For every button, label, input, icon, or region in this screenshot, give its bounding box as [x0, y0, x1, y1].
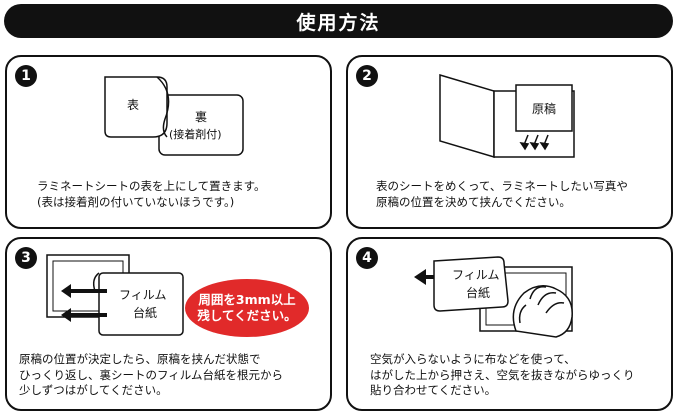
back-label-1: 裏	[195, 109, 207, 124]
down-arrows-icon	[519, 134, 550, 151]
caption-line: 空気が入らないように布などを使って、	[370, 352, 576, 366]
film-label-1: フィルム	[119, 288, 167, 302]
page-title: 使用方法	[296, 11, 381, 34]
original-label: 原稿	[532, 101, 556, 116]
caption-line: はがした上から押さえ、空気を抜きながらゆっくり	[370, 367, 635, 382]
back-sheet	[158, 94, 244, 156]
title-bar: 使用方法	[4, 4, 673, 38]
film-backing-paper	[433, 256, 509, 312]
caption-line: 原稿の位置を決めて挟んでください。	[376, 194, 571, 209]
caption-line: 原稿の位置が決定したら、原稿を挟んだ状態で	[19, 352, 261, 366]
step-2-panel: 2 原稿 表のシートをめくって、ラミネートしたい写真や 原稿の位置を決めて挟んで…	[346, 55, 673, 229]
caption-line: 貼り合わせてください。	[370, 383, 497, 397]
caption-line: (表は接着剤の付いていないほうです。)	[37, 194, 235, 209]
sheet-curl	[156, 76, 170, 138]
left-arrow-icon	[61, 308, 107, 322]
step-1-panel: 1 表 裏 (接着剤付) ラミネートシートの表を上にして置きます。 (表は接着剤…	[5, 55, 332, 229]
front-sheet	[104, 76, 168, 138]
film-label-2: 台紙	[466, 285, 490, 300]
step-2-caption: 表のシートをめくって、ラミネートしたい写真や 原稿の位置を決めて挟んでください。	[376, 179, 628, 210]
caption-line: ラミネートシートの表を上にして置きます。	[37, 179, 266, 193]
step-1-number: 1	[15, 65, 37, 87]
step-4-panel: 4 フィルム 台紙 空気が入らないように布などを使って、 はがした上から押さえ、…	[346, 237, 673, 411]
hand-with-cloth-icon	[512, 285, 573, 338]
film-label-2: 台紙	[133, 305, 157, 320]
step-1-caption: ラミネートシートの表を上にして置きます。 (表は接着剤の付いていないほうです。)	[37, 179, 266, 210]
film-label-1: フィルム	[452, 268, 500, 282]
margin-warning-badge: 周囲を3mm以上 残してください。	[185, 279, 309, 337]
warning-line: 周囲を3mm以上	[198, 292, 296, 307]
warning-line: 残してください。	[197, 308, 297, 323]
caption-line: ひっくり返し、裏シートのフィルム台紙を根元から	[19, 367, 284, 382]
back-label-2: (接着剤付)	[169, 127, 222, 141]
step-4-caption: 空気が入らないように布などを使って、 はがした上から押さえ、空気を抜きながらゆっ…	[370, 352, 635, 399]
film-backing-paper	[98, 272, 184, 336]
open-front-sheet	[439, 73, 495, 159]
insert-original-illustration: 原稿	[439, 73, 575, 159]
peel-film-illustration: フィルム 台紙	[46, 254, 184, 336]
step-4-number: 4	[356, 247, 378, 269]
laminate-sheet-illustration: 表 裏 (接着剤付)	[104, 76, 244, 156]
step-2-number: 2	[356, 65, 378, 87]
step-3-panel: 3 フィルム 台紙 周囲を3mm以上 残してください。 原稿の位置が決定したら、…	[5, 237, 332, 411]
caption-line: 少しずつはがしてください。	[19, 383, 168, 397]
press-with-cloth-illustration: フィルム 台紙	[414, 256, 573, 338]
left-arrow-icon	[61, 284, 107, 298]
original-paper	[515, 84, 573, 132]
front-label: 表	[127, 98, 139, 112]
step-3-number: 3	[15, 247, 37, 269]
caption-line: 表のシートをめくって、ラミネートしたい写真や	[376, 179, 628, 193]
step-3-caption: 原稿の位置が決定したら、原稿を挟んだ状態で ひっくり返し、裏シートのフィルム台紙…	[19, 352, 283, 399]
